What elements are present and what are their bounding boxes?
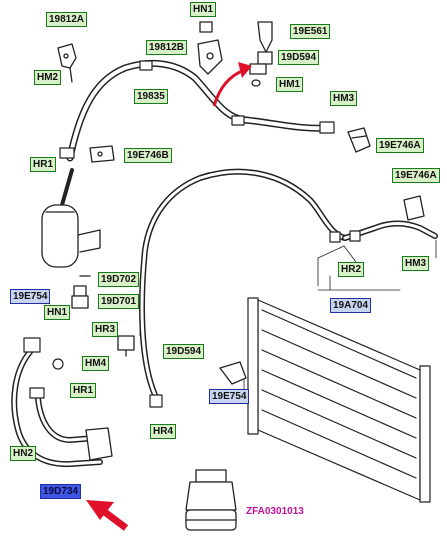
label-HR1-lower: HR1 [70,383,97,398]
label-19D594-lower: 19D594 [163,344,205,359]
label-19E746A-top: 19E746A [376,138,424,153]
fitting-19D594-lower [117,335,135,357]
bracket-19E754-right [219,361,247,385]
label-HR3: HR3 [92,322,119,337]
label-HN2: HN2 [10,446,37,461]
part-number: ZFA0301013 [246,506,304,517]
clip-19E746B [89,145,115,163]
label-19A704: 19A704 [330,298,372,313]
valve-19E561 [249,21,273,87]
label-19812B: 19812B [146,40,188,55]
bracket-19812A [57,43,77,83]
label-HM4: HM4 [82,356,110,371]
label-HR4: HR4 [150,424,177,439]
bracket-19812B [197,21,223,75]
clip-19E746A-top [347,127,371,153]
hose-19A704 [139,168,438,408]
label-HM3-right: HM3 [402,256,430,271]
label-19D701: 19D701 [98,294,140,309]
pressure-switch-19D701 [71,275,91,309]
label-19D594-top: 19D594 [278,50,320,65]
condenser [247,297,431,503]
upper-hose-19835 [59,59,335,162]
label-19E746B: 19E746B [124,148,172,163]
label-HN1-lower: HN1 [44,305,71,320]
label-19D734-selected: 19D734 [40,484,82,499]
label-HM2: HM2 [34,70,62,85]
label-19E746A-right: 19E746A [392,168,440,183]
label-HM3-top: HM3 [330,91,358,106]
red-arrow-upper [212,62,252,107]
accumulator-drier [41,168,101,268]
label-HR1-top: HR1 [30,157,57,172]
label-19E561: 19E561 [290,24,331,39]
label-19D702: 19D702 [98,272,140,287]
clip-19E746A-right [403,195,425,221]
label-19E754-left: 19E754 [10,289,51,304]
label-HM1: HM1 [276,77,304,92]
label-HR2: HR2 [338,262,365,277]
compressor-valve-part [185,469,237,531]
red-arrow-lower [86,500,129,531]
label-19E754-right: 19E754 [209,389,250,404]
label-HN1-top: HN1 [190,2,217,17]
label-19835: 19835 [134,89,168,104]
label-19812A: 19812A [46,12,88,27]
hose-19D734 [11,337,113,468]
